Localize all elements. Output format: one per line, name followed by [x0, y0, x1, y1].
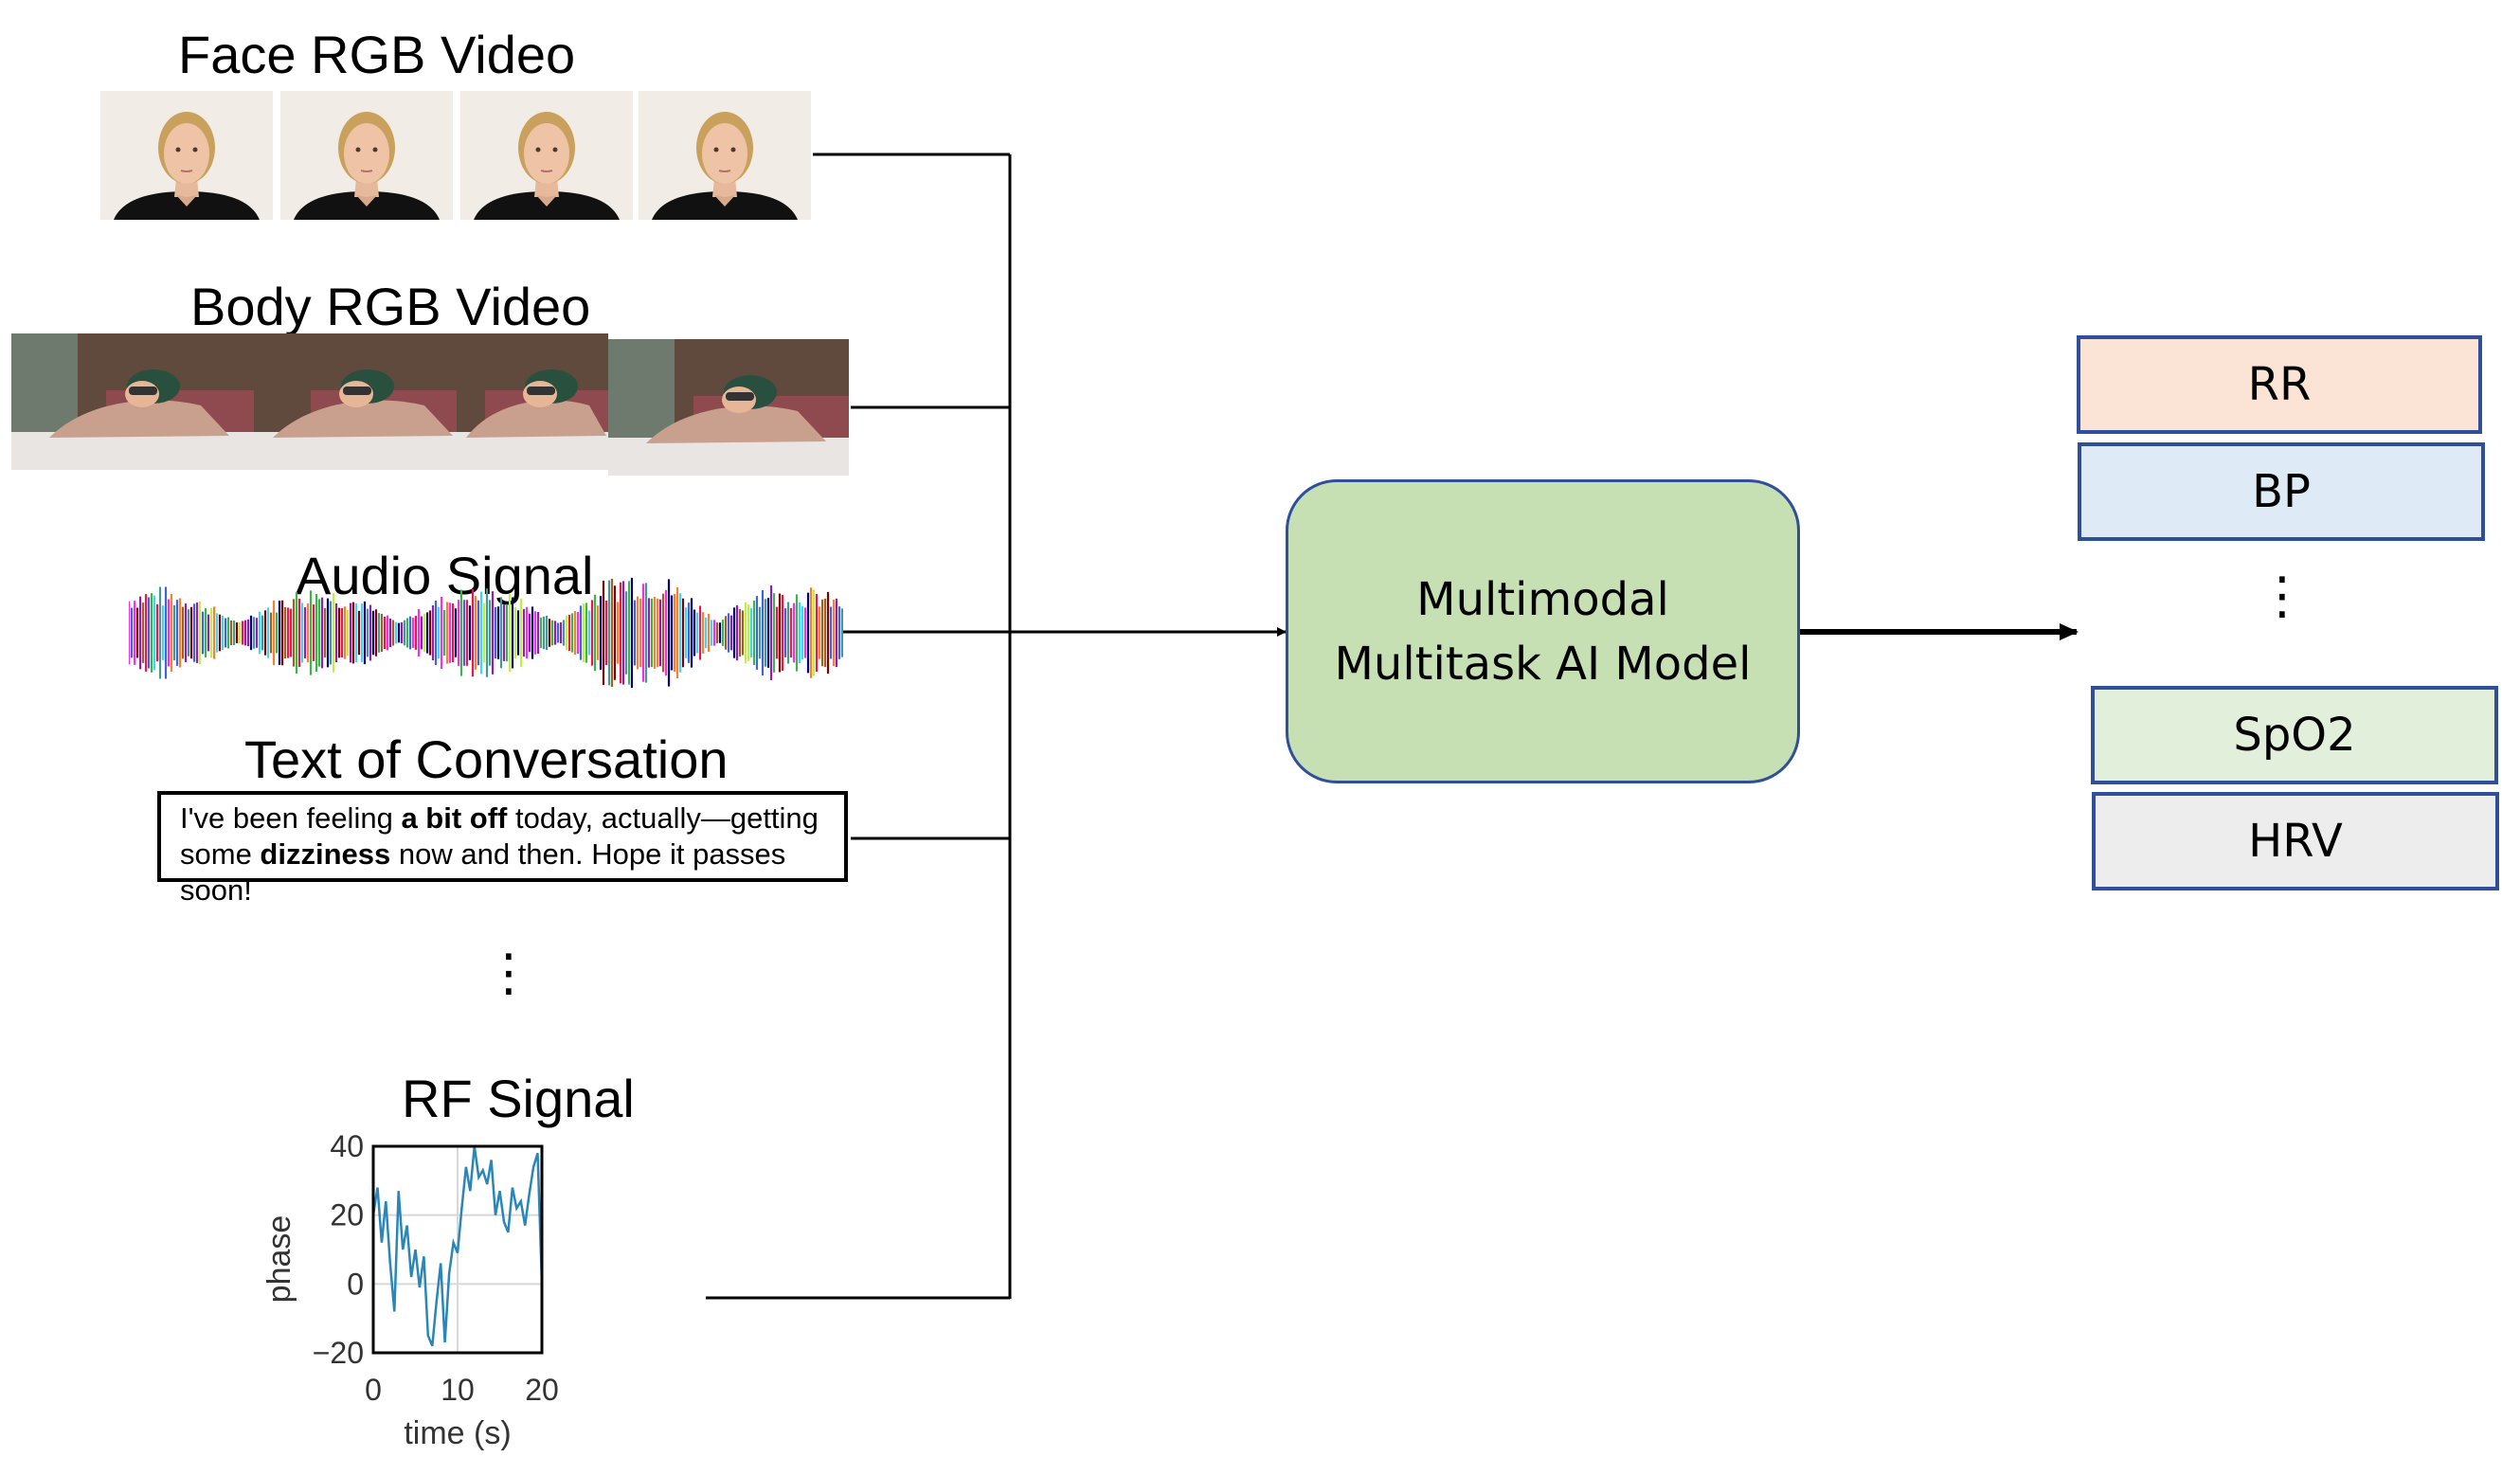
audio-signal-title: Audio Signal — [296, 546, 594, 605]
body-frame-4 — [608, 339, 849, 476]
inputs-ellipsis: ⋮ — [483, 943, 534, 1002]
output-label-spo2: SpO2 — [2233, 709, 2356, 762]
output-box-hrv: HRV — [2092, 792, 2499, 890]
rf-y-tick-label: −20 — [313, 1336, 364, 1370]
model-title-line-2: Multitask AI Model — [1334, 637, 1752, 691]
audio-waveform — [129, 577, 843, 689]
rf-y-tick-label: 0 — [347, 1267, 364, 1301]
rf-y-tick-label: 40 — [330, 1129, 364, 1163]
outputs-ellipsis: ⋮ — [2257, 566, 2308, 625]
output-label-bp: BP — [2252, 465, 2311, 518]
model-title-line-1: Multimodal — [1416, 572, 1669, 626]
rf-series-line — [371, 1145, 544, 1347]
quote-part-1: I've been feeling — [180, 801, 402, 835]
output-box-spo2: SpO2 — [2091, 686, 2498, 784]
face-video-title: Face RGB Video — [178, 25, 576, 84]
rf-plot-frame — [371, 1144, 544, 1355]
body-frame-1 — [11, 333, 256, 470]
rf-y-tick-label: 20 — [330, 1198, 364, 1232]
face-frame-3 — [460, 91, 633, 220]
rf-x-tick-label: 20 — [525, 1373, 559, 1407]
quote-emphasis-2: dizziness — [260, 837, 391, 871]
face-frame-4 — [639, 91, 811, 220]
rf-signal-title: RF Signal — [402, 1069, 635, 1128]
rf-x-axis-label: time (s) — [404, 1415, 511, 1451]
multimodal-model-box: Multimodal Multitask AI Model — [1286, 479, 1800, 783]
text-conversation-title: Text of Conversation — [244, 729, 729, 789]
quote-part-3: now and then. Hope it passes soon! — [180, 837, 786, 907]
body-frame-3 — [457, 333, 608, 470]
body-frame-2 — [254, 333, 457, 470]
body-video-title: Body RGB Video — [190, 277, 591, 336]
rf-y-axis-label: phase — [261, 1215, 297, 1304]
output-box-rr: RR — [2077, 335, 2482, 434]
output-label-rr: RR — [2247, 358, 2312, 411]
quote-emphasis-1: a bit off — [401, 801, 508, 835]
face-frame-1 — [100, 91, 273, 220]
rf-x-tick-label: 10 — [441, 1373, 475, 1407]
conversation-text-box: I've been feeling a bit off today, actua… — [157, 791, 848, 907]
quote-part-2: today, actually—getting some — [180, 801, 819, 871]
output-box-bp: BP — [2078, 442, 2485, 541]
rf-x-tick-label: 0 — [365, 1373, 382, 1407]
face-frame-2 — [280, 91, 453, 220]
output-label-hrv: HRV — [2248, 815, 2343, 868]
